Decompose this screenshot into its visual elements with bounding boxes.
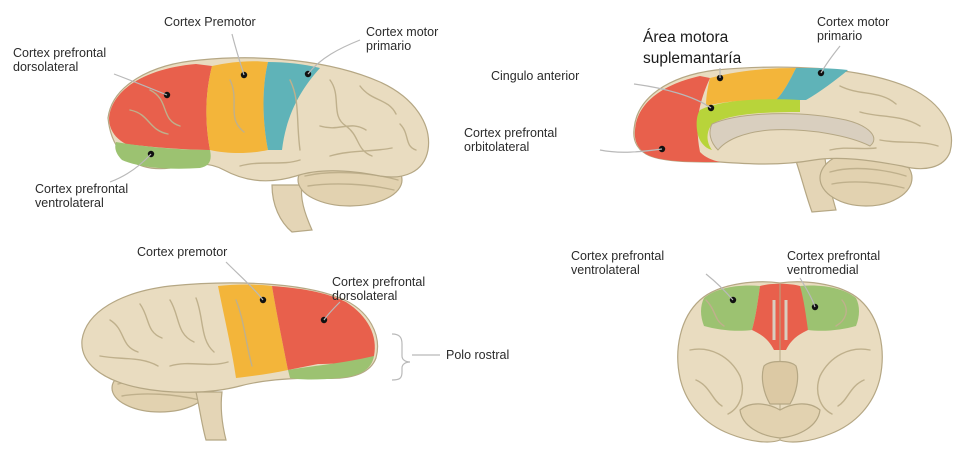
right-premotor-label: Cortex premotor bbox=[137, 245, 227, 259]
lateral-view-left-panel: Cortex Premotor Cortex motor primario Co… bbox=[13, 15, 438, 232]
ventral-vmpfc-label-line1: Cortex prefrontal bbox=[787, 249, 880, 263]
cingulate-label: Cingulo anterior bbox=[491, 69, 579, 83]
premotor-region bbox=[206, 61, 268, 153]
medial-motor-label-line1: Cortex motor bbox=[817, 15, 889, 29]
medial-view-panel: Área motora suplemantaría Cortex motor p… bbox=[464, 15, 951, 212]
right-dlpfc-label-line2: dorsolateral bbox=[332, 289, 397, 303]
right-brainstem bbox=[196, 392, 226, 440]
vlpfc-label-line2: ventrolateral bbox=[35, 196, 104, 210]
rostral-pole-label: Polo rostral bbox=[446, 348, 509, 362]
dorsolateral-prefrontal-region bbox=[109, 64, 212, 150]
ventral-vmpfc-label-line2: ventromedial bbox=[787, 263, 859, 277]
sma-label-line1: Área motora bbox=[643, 29, 729, 46]
motor-label-line2: primario bbox=[366, 39, 411, 53]
ventral-view-panel: Cortex prefrontal ventrolateral Cortex p… bbox=[571, 249, 882, 442]
ventral-vlpfc-label-line2: ventrolateral bbox=[571, 263, 640, 277]
ventral-vlpfc-label-line1: Cortex prefrontal bbox=[571, 249, 664, 263]
vlpfc-label-line1: Cortex prefrontal bbox=[35, 182, 128, 196]
sma-label-line2: suplemantaría bbox=[643, 50, 742, 67]
ofc-label-line1: Cortex prefrontal bbox=[464, 126, 557, 140]
motor-label-line1: Cortex motor bbox=[366, 25, 438, 39]
ventral-vlpfc-left bbox=[701, 286, 760, 331]
rostral-bracket bbox=[392, 334, 410, 380]
ventral-brainstem bbox=[762, 362, 797, 405]
right-dlpfc-label-line1: Cortex prefrontal bbox=[332, 275, 425, 289]
dlpfc-label-line1: Cortex prefrontal bbox=[13, 46, 106, 60]
lateral-view-right-panel: Cortex premotor Cortex prefrontal dorsol… bbox=[82, 245, 509, 440]
dlpfc-label-line2: dorsolateral bbox=[13, 60, 78, 74]
ofc-label-line2: orbitolateral bbox=[464, 140, 529, 154]
premotor-label: Cortex Premotor bbox=[164, 15, 256, 29]
medial-motor-label-line2: primario bbox=[817, 29, 862, 43]
